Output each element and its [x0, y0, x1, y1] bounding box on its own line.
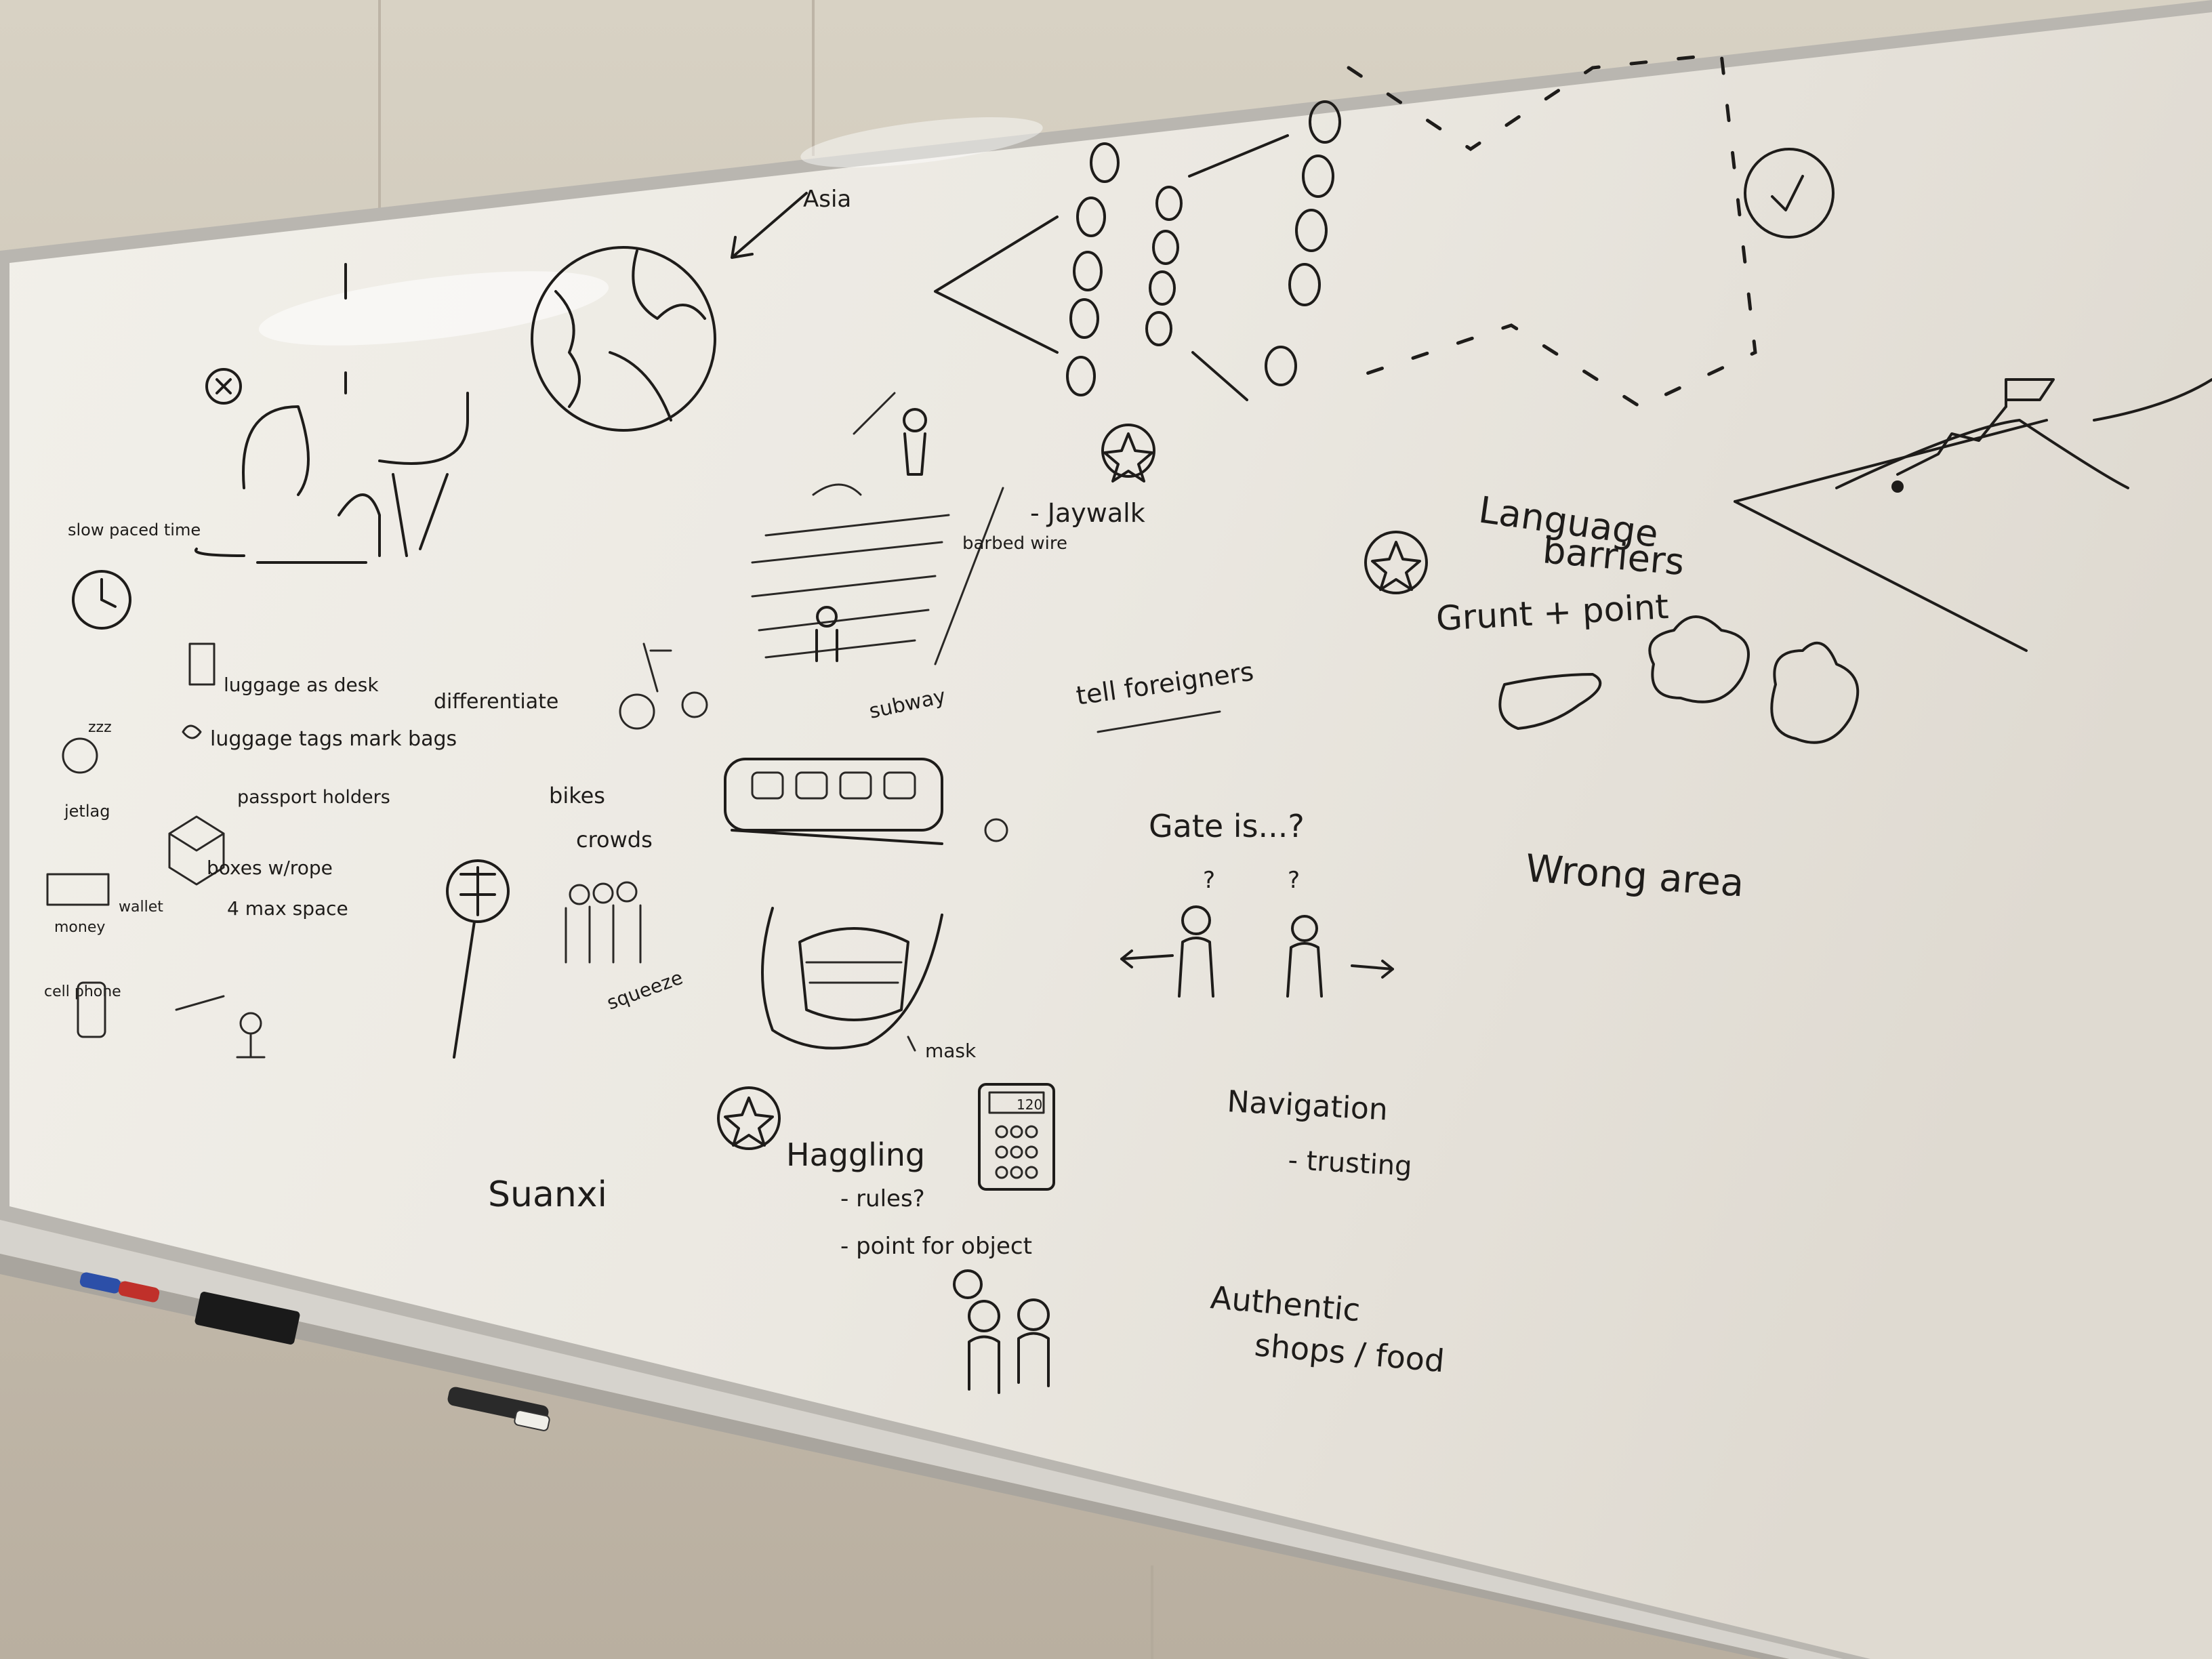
passport-holders-text: passport holders — [237, 787, 390, 808]
bikes-text: bikes — [549, 783, 605, 808]
marker-tray — [0, 1220, 1843, 1659]
rules-text: - rules? — [840, 1185, 925, 1212]
suanxi-text: Suanxi — [488, 1174, 607, 1215]
haggling-text: Haggling — [786, 1136, 925, 1173]
calculator-display-text: 120 — [1017, 1097, 1042, 1113]
blue-marker[interactable] — [79, 1271, 121, 1294]
cell-phone-text: cell phone — [44, 983, 121, 1000]
asia-text: Asia — [803, 186, 851, 213]
navigation-text: Navigation — [1226, 1084, 1389, 1127]
board-glare — [258, 271, 609, 346]
barbed-wire-text: barbed wire — [962, 533, 1067, 554]
magnifier-sketch — [446, 859, 510, 1059]
slow-paced-time-text: slow paced time — [68, 520, 201, 539]
underline — [1097, 710, 1221, 733]
mountain-map-sketch — [1734, 378, 2212, 652]
luggage-as-desk-text: luggage as desk — [224, 674, 379, 696]
mask-text: mask — [925, 1040, 977, 1062]
luggage-tags-text: luggage tags mark bags — [210, 727, 457, 751]
money-text: money — [54, 919, 105, 936]
jetlag-text: jetlag — [64, 802, 110, 821]
luggage-notes: luggage as desk differentiate luggage ta… — [168, 642, 558, 920]
jetlag-sketch: zzz jetlag money wallet cell phone — [44, 719, 163, 1038]
eraser[interactable] — [194, 1291, 300, 1345]
jaywalk-sketch: barbed wire - Jaywalk — [751, 392, 1155, 665]
globe-sketch: Asia — [531, 186, 851, 432]
question-mark-1: ? — [1203, 867, 1215, 894]
cat-sketch — [194, 263, 469, 564]
jaywalk-text: - Jaywalk — [1030, 498, 1145, 528]
gate-block: Gate is...? ? ? — [1120, 808, 1394, 998]
boxes-rope-text: boxes w/rope — [207, 857, 333, 879]
queue-diagram — [934, 52, 1835, 409]
max-space-text: 4 max space — [227, 897, 348, 920]
zzz-text: zzz — [88, 719, 112, 736]
pickpocket-sketch — [175, 995, 266, 1059]
mask-sketch: mask — [761, 907, 977, 1062]
crowds-text: crowds — [576, 827, 653, 853]
clock-sketch: slow paced time — [68, 520, 201, 630]
differentiate-text: differentiate — [434, 690, 558, 714]
trusting-text: - trusting — [1287, 1145, 1412, 1183]
marker-tray-edge — [0, 1254, 1789, 1659]
board-glare — [800, 117, 1043, 167]
calculator-sketch — [978, 1083, 1055, 1191]
point-for-object-text: - point for object — [840, 1233, 1032, 1260]
question-mark-2: ? — [1288, 867, 1300, 894]
gate-is-text: Gate is...? — [1149, 808, 1305, 844]
haggling-block: Haggling - rules? - point for object 120 — [717, 1083, 1055, 1394]
red-marker[interactable] — [117, 1280, 160, 1303]
marker-cap-label — [514, 1410, 550, 1431]
board-surface — [9, 12, 2212, 1659]
wallet-text: wallet — [119, 899, 163, 916]
